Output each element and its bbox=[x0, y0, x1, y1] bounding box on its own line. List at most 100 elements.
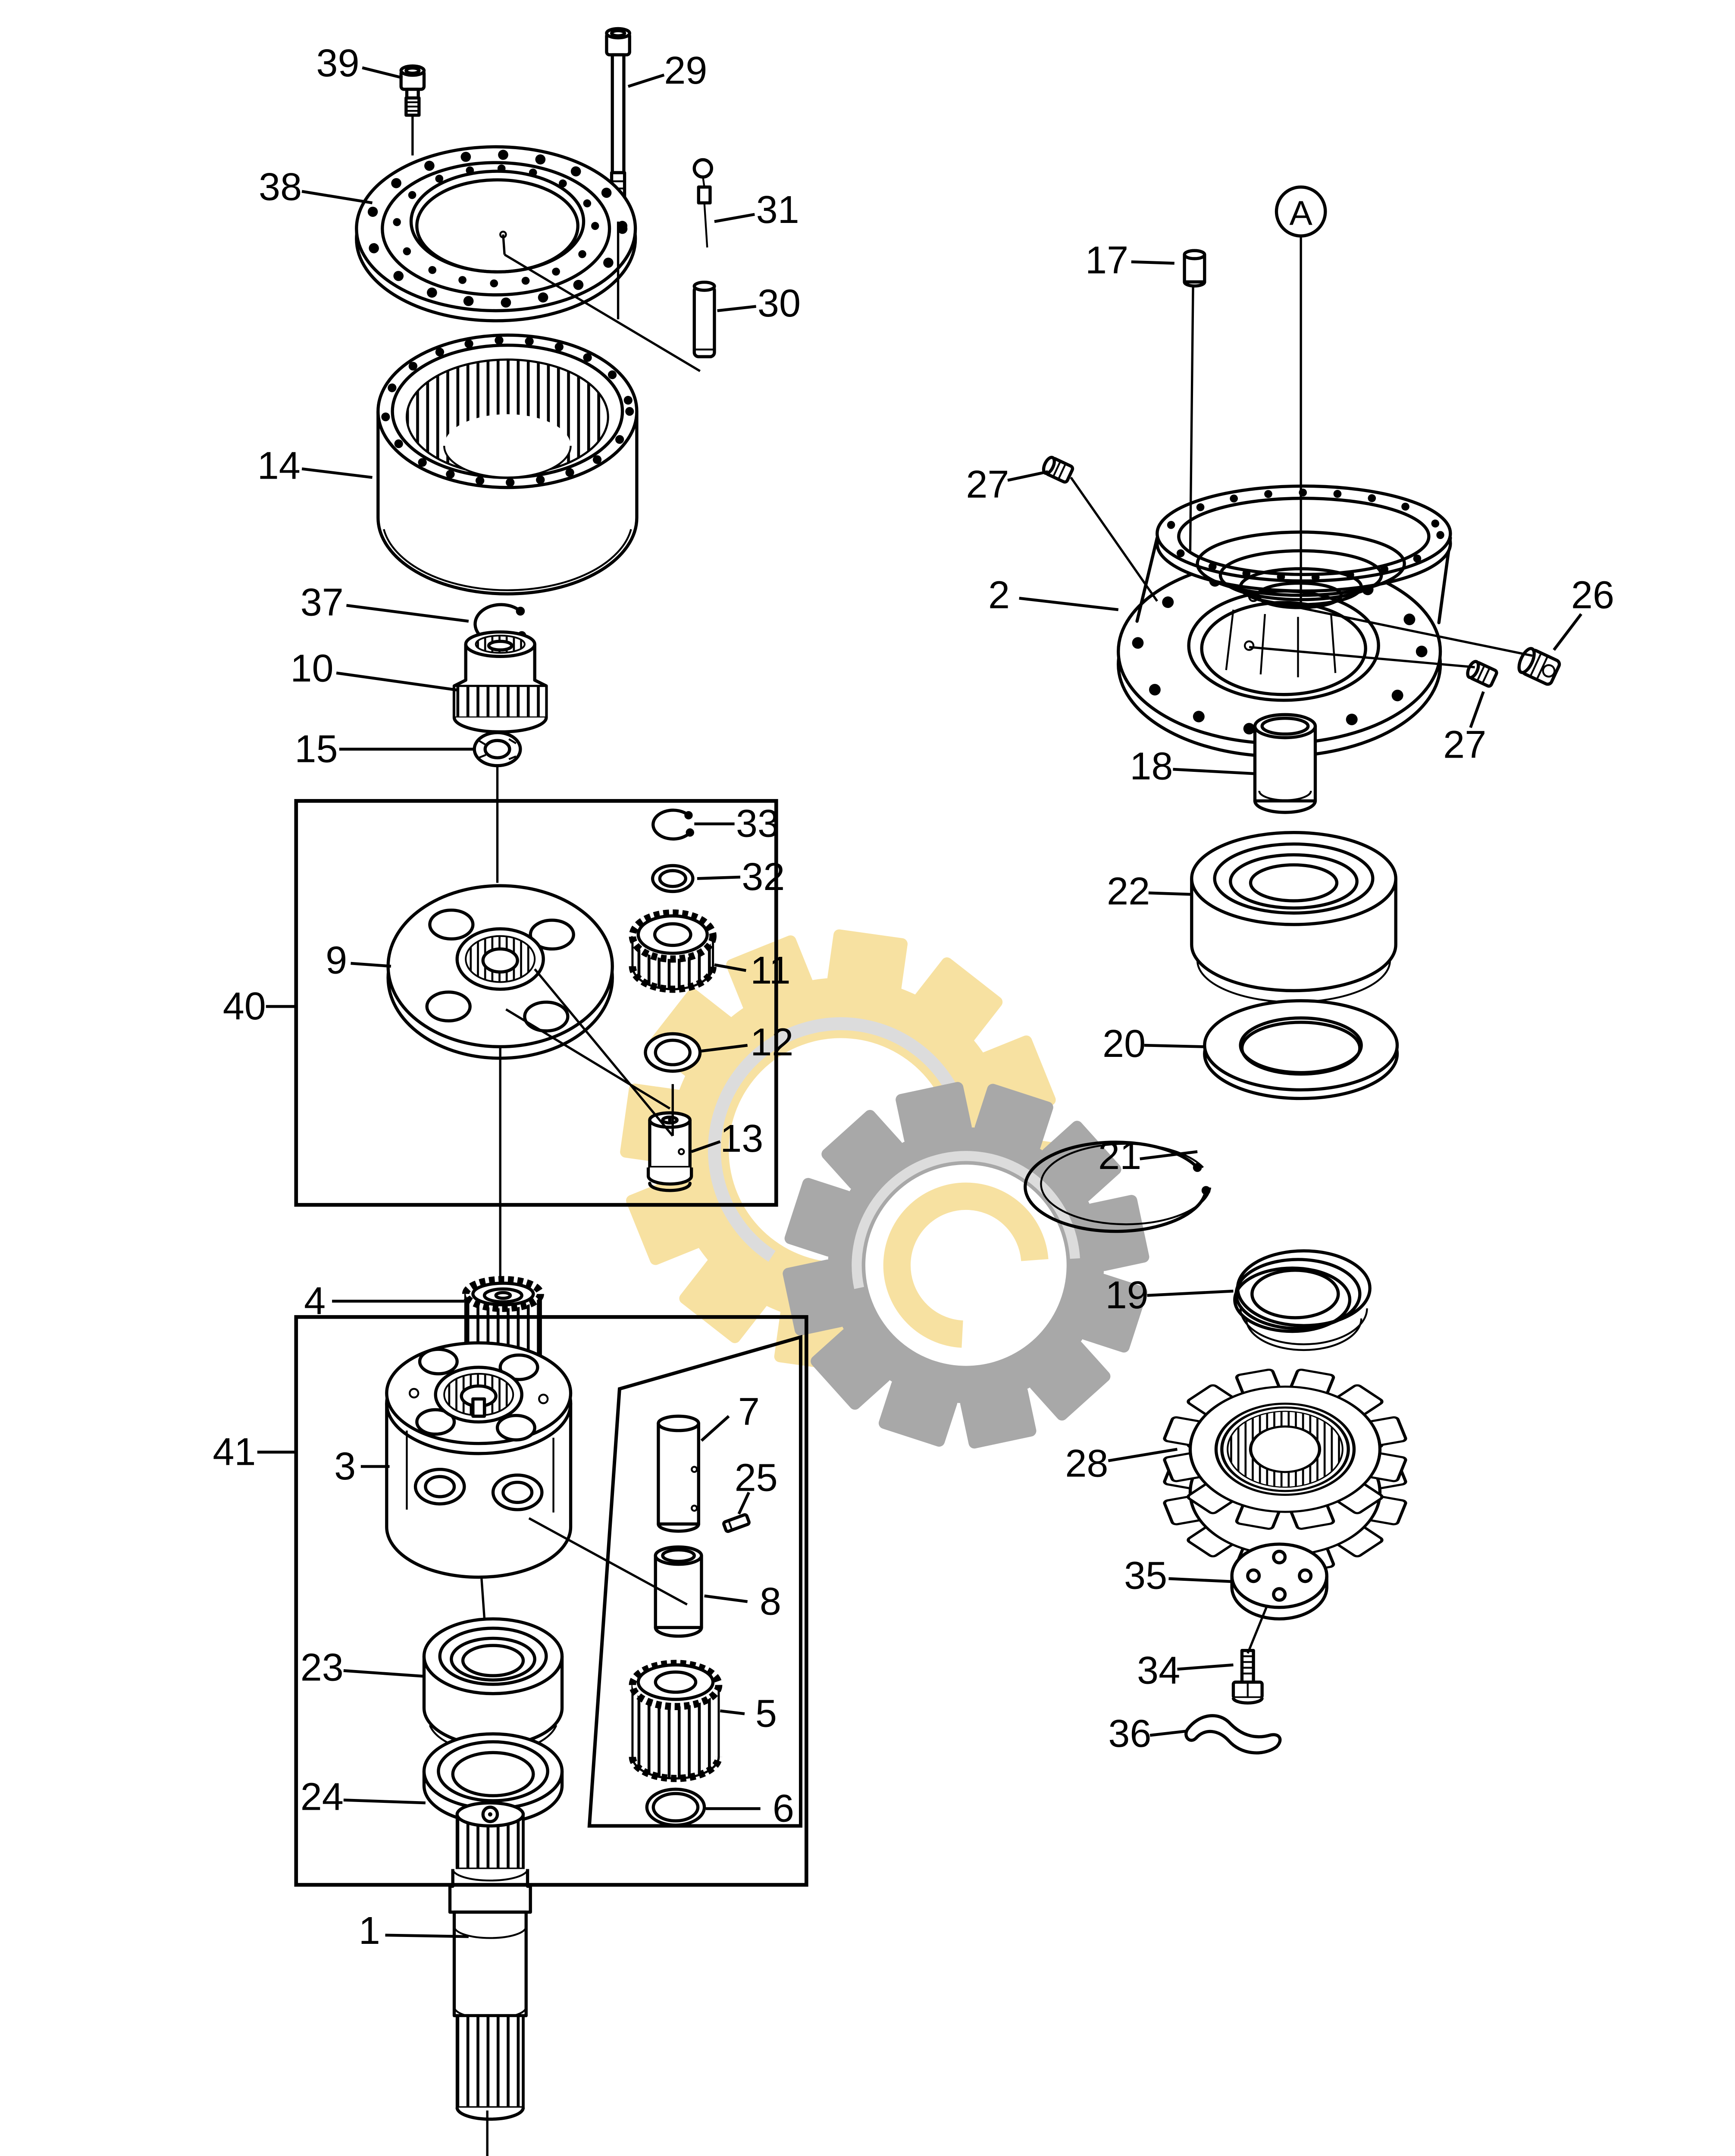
callout-23: 23 bbox=[301, 1646, 344, 1689]
leader-line-10 bbox=[336, 671, 459, 692]
parts-panel-41 bbox=[587, 1335, 802, 1828]
callout-1: 1 bbox=[359, 1909, 380, 1952]
leader-line-28 bbox=[1108, 1448, 1178, 1462]
assembly-line bbox=[1246, 1607, 1268, 1654]
callout-3: 3 bbox=[334, 1445, 356, 1488]
leader-line-38 bbox=[301, 190, 373, 204]
part-8-bushing bbox=[654, 1545, 703, 1638]
watermark-gears bbox=[620, 929, 1149, 1449]
leader-line-7 bbox=[700, 1415, 730, 1442]
leader-line-27 bbox=[1469, 691, 1485, 728]
part-27-plug-upper bbox=[1042, 456, 1074, 484]
assembly-line bbox=[528, 1517, 688, 1606]
leader-line-29 bbox=[627, 73, 665, 88]
part-15-thrust-washer bbox=[473, 731, 522, 768]
callout-33: 33 bbox=[736, 802, 779, 846]
part-6-ring-washer bbox=[645, 1787, 706, 1827]
leader-line-23 bbox=[343, 1669, 426, 1678]
part-38-cover-flange bbox=[355, 145, 637, 323]
callout-2: 2 bbox=[988, 574, 1010, 617]
part-32-washer-small bbox=[651, 864, 695, 893]
part-23-roller-bearing bbox=[422, 1617, 564, 1754]
leader-line-13 bbox=[691, 1140, 721, 1153]
callout-29: 29 bbox=[664, 49, 707, 92]
callout-21: 21 bbox=[1098, 1134, 1141, 1178]
leader-line-36 bbox=[1149, 1730, 1188, 1737]
part-10-coupling-gear bbox=[452, 630, 548, 733]
assembly-line bbox=[1070, 476, 1158, 602]
callout-20: 20 bbox=[1102, 1022, 1146, 1065]
callout-41: 41 bbox=[213, 1431, 256, 1474]
leader-line-27 bbox=[1007, 470, 1049, 482]
part-21-retaining-ring bbox=[1024, 1141, 1212, 1233]
part-31-dipstick bbox=[692, 158, 713, 248]
callout-34: 34 bbox=[1137, 1649, 1180, 1692]
part-3-planet-carrier-lower bbox=[385, 1341, 573, 1579]
view-marker-circle bbox=[1275, 185, 1327, 238]
callout-30: 30 bbox=[758, 282, 801, 325]
view-marker-label: A bbox=[1289, 194, 1312, 232]
leader-line-12 bbox=[701, 1044, 748, 1053]
callout-25: 25 bbox=[735, 1457, 778, 1500]
part-22-ball-bearing bbox=[1190, 831, 1397, 1003]
leader-line-21 bbox=[1140, 1150, 1198, 1160]
callout-27: 27 bbox=[1443, 723, 1486, 766]
leader-line-8 bbox=[704, 1594, 748, 1603]
leader-line-31 bbox=[714, 213, 755, 223]
callout-15: 15 bbox=[294, 727, 338, 771]
part-14-ring-gear bbox=[376, 333, 639, 595]
leader-line-14 bbox=[301, 467, 373, 479]
part-5-planet-gear-lower bbox=[629, 1660, 723, 1782]
leader-line-20 bbox=[1144, 1044, 1203, 1048]
group-box-41 bbox=[294, 1315, 808, 1887]
callout-28: 28 bbox=[1065, 1442, 1108, 1485]
part-9-planet-carrier-upper bbox=[386, 884, 614, 1060]
part-19-oil-seal bbox=[1233, 1249, 1372, 1351]
leader-line-35 bbox=[1168, 1577, 1231, 1583]
part-28-pinion-gear bbox=[1163, 1369, 1407, 1573]
assembly-line bbox=[480, 1578, 486, 1619]
part-2-swing-housing bbox=[1117, 484, 1452, 758]
callout-9: 9 bbox=[326, 939, 347, 982]
leader-line-26 bbox=[1553, 613, 1582, 651]
callout-40: 40 bbox=[223, 985, 266, 1028]
leader-line-11 bbox=[714, 963, 746, 972]
callout-32: 32 bbox=[742, 856, 785, 899]
leader-line-39 bbox=[362, 66, 403, 79]
part-35-lock-plate bbox=[1230, 1542, 1328, 1621]
leader-line-1 bbox=[385, 1934, 469, 1938]
callout-26: 26 bbox=[1571, 574, 1614, 617]
leader-line-25 bbox=[737, 1492, 750, 1515]
callout-11: 11 bbox=[750, 949, 790, 992]
part-26-plug-large bbox=[1517, 647, 1561, 686]
group-boxes bbox=[294, 799, 808, 1887]
callout-13: 13 bbox=[720, 1117, 763, 1160]
leader-line-24 bbox=[343, 1799, 426, 1805]
callout-22: 22 bbox=[1107, 870, 1150, 913]
part-25-spring-pin bbox=[722, 1513, 751, 1533]
part-7-planet-pin-lower bbox=[657, 1414, 700, 1533]
assembly-line bbox=[534, 968, 674, 1137]
callout-35: 35 bbox=[1124, 1554, 1167, 1597]
leader-line-19 bbox=[1147, 1289, 1234, 1297]
leader-line-5 bbox=[720, 1709, 745, 1715]
watermark-gray-gear bbox=[783, 1082, 1149, 1449]
leader-line-32 bbox=[697, 875, 741, 880]
part-13-planet-pin bbox=[646, 1111, 693, 1192]
part-39-socket-bolt bbox=[399, 64, 426, 117]
assembly-line bbox=[1189, 285, 1194, 551]
callout-4: 4 bbox=[304, 1280, 326, 1323]
callout-36: 36 bbox=[1108, 1712, 1151, 1755]
leader-line-9 bbox=[351, 962, 391, 968]
callout-19: 19 bbox=[1106, 1274, 1149, 1317]
callout-27: 27 bbox=[966, 463, 1009, 506]
callout-17: 17 bbox=[1085, 239, 1128, 282]
assembly-line bbox=[505, 1008, 670, 1110]
view-markers: AA bbox=[1275, 185, 1327, 238]
part-34-hex-bolt bbox=[1231, 1649, 1264, 1705]
callout-12: 12 bbox=[750, 1021, 793, 1064]
leader-line-37 bbox=[346, 604, 469, 623]
callout-24: 24 bbox=[301, 1776, 344, 1819]
